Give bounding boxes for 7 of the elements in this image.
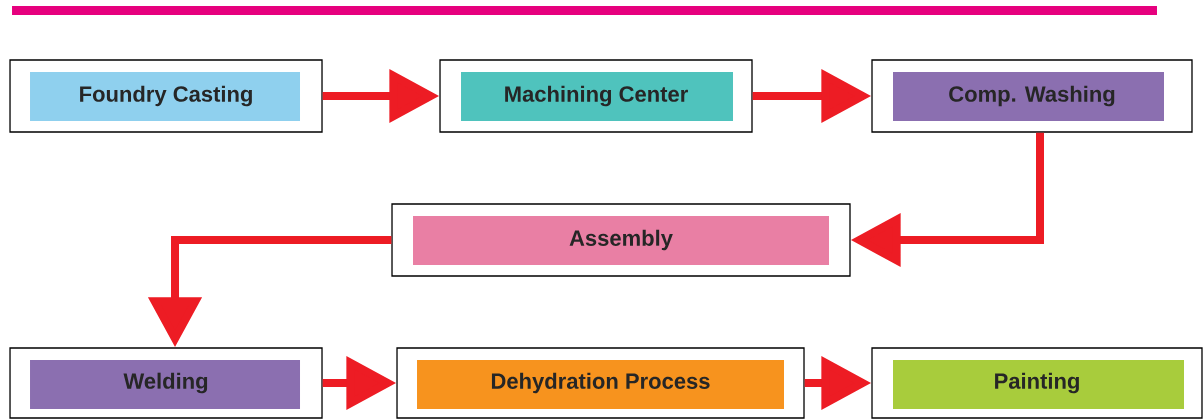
process-box: Comp. Washing: [871, 59, 1193, 133]
process-box: Welding: [9, 347, 323, 419]
process-box: Machining Center: [439, 59, 753, 133]
process-box: Painting: [871, 347, 1203, 419]
process-box: Dehydration Process: [396, 347, 805, 419]
process-box: Assembly: [391, 203, 851, 277]
process-box: Foundry Casting: [9, 59, 323, 133]
